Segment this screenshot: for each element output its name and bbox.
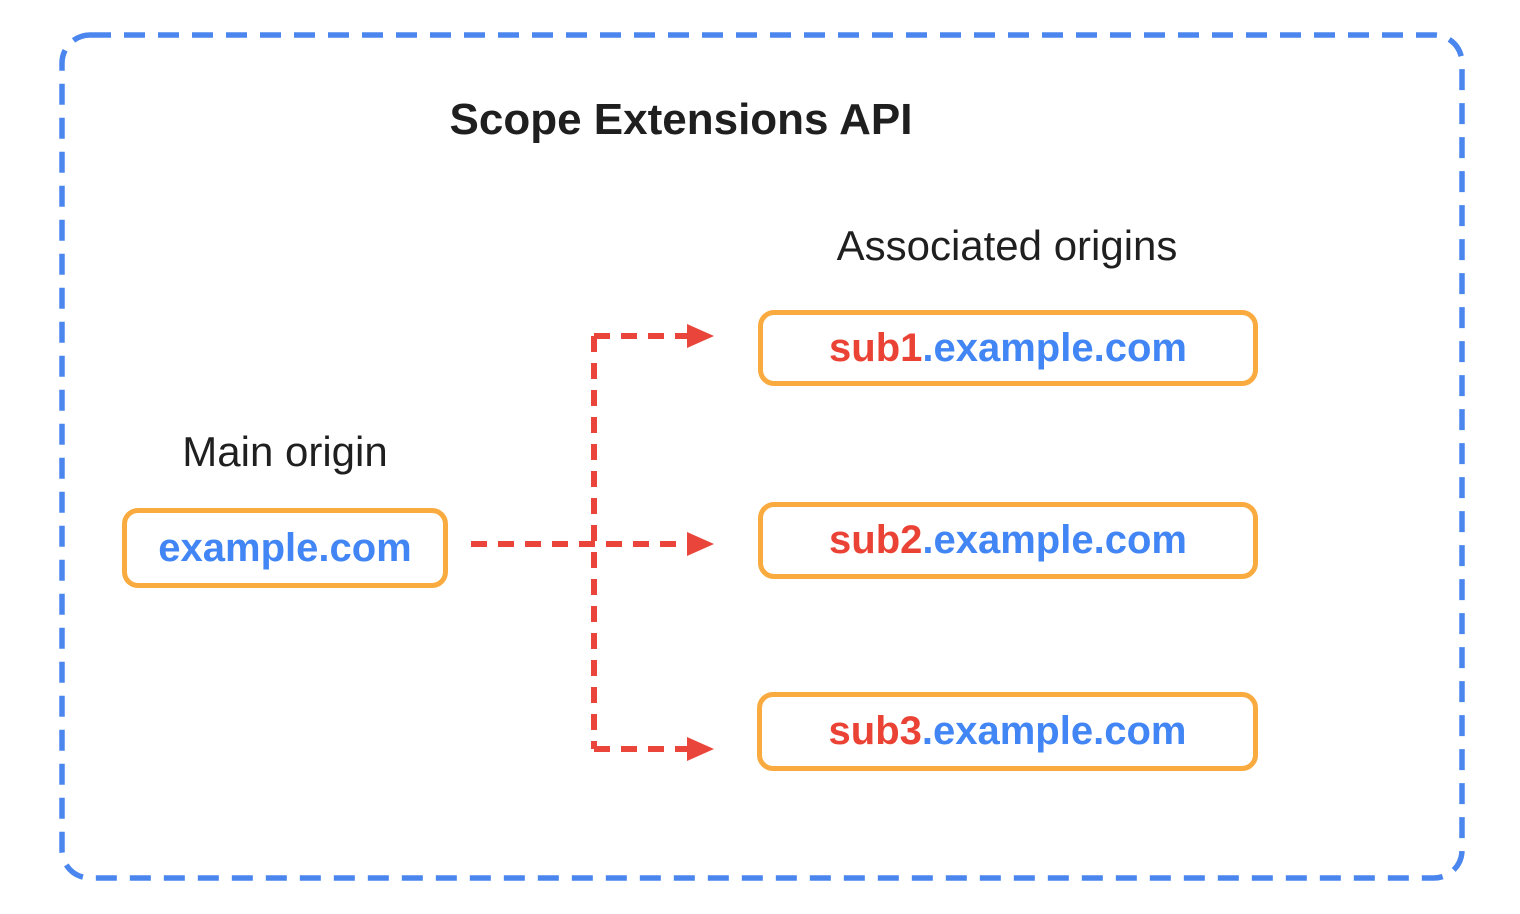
sub2-subdomain-text: sub2 bbox=[829, 518, 923, 562]
arrowhead-sub3-icon bbox=[687, 737, 714, 761]
associated-origin-box-sub1: sub1.example.com bbox=[758, 310, 1258, 386]
arrowhead-sub1-icon bbox=[687, 324, 714, 348]
associated-origin-box-sub2: sub2.example.com bbox=[758, 502, 1258, 579]
main-origin-box: example.com bbox=[122, 508, 448, 588]
scope-boundary-dashed-border bbox=[59, 32, 1465, 881]
main-origin-label: Main origin bbox=[182, 428, 388, 475]
arrowhead-sub2-icon bbox=[687, 532, 714, 556]
diagram-title: Scope Extensions API bbox=[449, 95, 913, 144]
main-origin-domain: example.com bbox=[158, 525, 412, 570]
sub1-subdomain-text: sub1 bbox=[829, 325, 923, 370]
sub1-domain-suffix-text: .example.com bbox=[922, 325, 1187, 370]
sub3-subdomain-text: sub3 bbox=[828, 709, 922, 753]
sub3-domain-suffix-text: .example.com bbox=[921, 709, 1187, 753]
associated-origins-label: Associated origins bbox=[836, 222, 1178, 269]
associated-origin-box-sub3: sub3.example.com bbox=[757, 692, 1258, 771]
sub2-domain-suffix-text: .example.com bbox=[922, 518, 1187, 562]
